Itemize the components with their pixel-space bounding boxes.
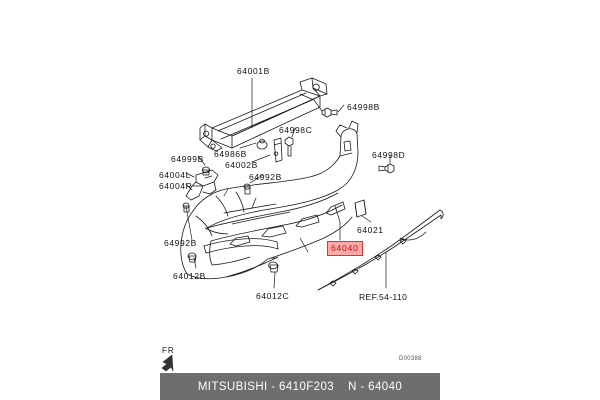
callout-64001b: 64001B bbox=[237, 66, 270, 76]
callout-64998b: 64998B bbox=[347, 102, 380, 112]
part-reinforcement-beam-64001b bbox=[199, 77, 328, 152]
callout-64998d: 64998D bbox=[372, 150, 406, 160]
leader-lines bbox=[185, 77, 391, 289]
callout-64992b-upper: 64992B bbox=[249, 172, 282, 182]
part-cover-64021 bbox=[354, 199, 367, 218]
diagram-code: D00388 bbox=[399, 356, 422, 362]
footer-part-number: N - 64040 bbox=[348, 380, 403, 393]
callout-64012c: 64012C bbox=[256, 291, 290, 301]
callout-64986b: 64986B bbox=[214, 149, 247, 159]
part-clip-64992b-upper bbox=[243, 183, 251, 195]
part-bolt-64998b bbox=[321, 107, 338, 118]
part-bracket-64002b bbox=[273, 137, 283, 163]
callout-64012b: 64012B bbox=[173, 271, 206, 281]
callout-64004r: 64004R bbox=[159, 181, 193, 191]
callout-64998c: 64998C bbox=[279, 125, 313, 135]
callout-64040-highlighted: 64040 bbox=[327, 241, 363, 256]
callout-64021: 64021 bbox=[357, 225, 384, 235]
part-bolt-64998d bbox=[378, 163, 395, 174]
callout-ref-54-110: REF.54-110 bbox=[359, 292, 408, 302]
footer-bar: MITSUBISHI - 6410F203 N - 64040 bbox=[160, 373, 440, 400]
part-side-bracket-64004 bbox=[185, 169, 219, 201]
part-molding-strip-ref-54-110 bbox=[317, 209, 444, 291]
callout-64992b-lower: 64992B bbox=[164, 238, 197, 248]
part-rear-bumper-cover-64040 bbox=[180, 120, 359, 280]
fr-direction-arrow bbox=[161, 354, 174, 372]
part-bolt-64998c bbox=[284, 136, 294, 157]
part-clip-64999b bbox=[202, 166, 211, 176]
callout-64004l: 64004L bbox=[159, 170, 191, 180]
part-grommet-64986b bbox=[256, 138, 268, 150]
fr-marker-label: FR bbox=[162, 346, 175, 355]
footer-brand-part: MITSUBISHI - 6410F203 bbox=[197, 380, 335, 393]
part-clip-64012c bbox=[268, 257, 279, 273]
callout-64999b: 64999B bbox=[171, 154, 204, 164]
callout-64002b: 64002B bbox=[225, 160, 258, 170]
